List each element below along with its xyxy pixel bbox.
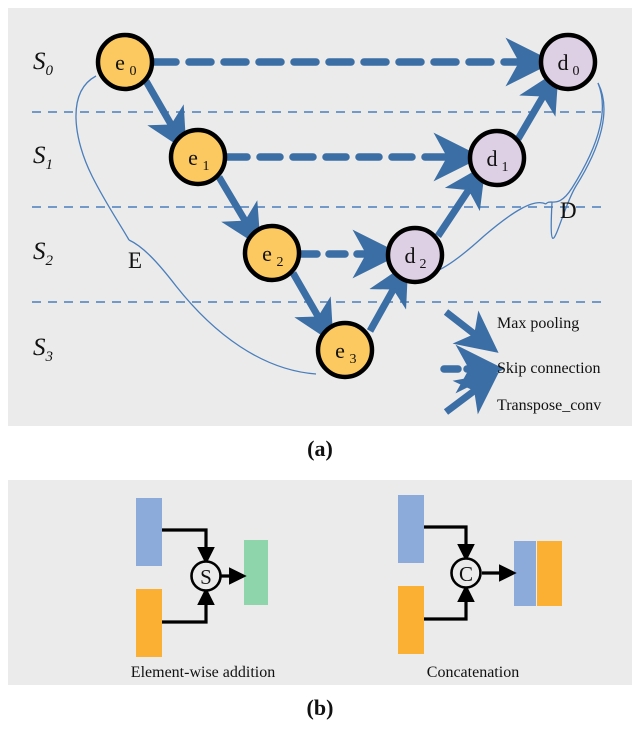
addition-op-glyph: S xyxy=(200,565,212,589)
decoder-nodes: d 2 d 1 d 0 xyxy=(385,32,598,285)
node-d0: d 0 xyxy=(538,32,598,92)
node-e3: e 3 xyxy=(315,320,375,380)
node-e1-label: e xyxy=(188,145,198,170)
legend-label-transpose-conv: Transpose_conv xyxy=(497,397,602,414)
node-d1: d 1 xyxy=(467,128,527,188)
node-d2-label: d xyxy=(405,243,416,268)
concat-output-blue-block xyxy=(514,541,536,606)
node-e0-sub: 0 xyxy=(130,64,137,79)
stage-label-s2-sub: 2 xyxy=(45,253,54,269)
node-d0-sub: 0 xyxy=(573,64,580,79)
stage-label-s3: S3 xyxy=(33,334,53,366)
addition-op-circle xyxy=(190,560,222,592)
node-e2-sub: 2 xyxy=(277,255,284,270)
panel-a-caption: (a) xyxy=(307,436,333,461)
decoder-brace xyxy=(433,82,605,273)
decoder-brace-lower xyxy=(433,202,547,273)
encoder-brace-lower xyxy=(128,239,317,375)
stage-label-s0-sub: 0 xyxy=(45,63,54,79)
legend-transpose-conv-icon xyxy=(443,372,499,415)
node-d2: d 2 xyxy=(385,225,445,285)
concat-bottom-input-path xyxy=(424,584,475,621)
node-d1-sub: 1 xyxy=(502,160,509,175)
decoder-brace-upper xyxy=(550,82,605,239)
encoder-brace-upper xyxy=(75,75,130,241)
concat-op-circle xyxy=(450,557,482,589)
concat-output-orange-block xyxy=(537,541,562,606)
legend-label-skip-connection: Skip connection xyxy=(497,360,601,377)
concat-top-input-path xyxy=(424,525,475,562)
transpose-conv-edges xyxy=(366,69,559,333)
stage-label-s0: S0 xyxy=(33,48,53,80)
concat-input-orange-block xyxy=(398,586,424,654)
node-e0: e 0 xyxy=(95,32,155,92)
edge-e1-e2 xyxy=(215,175,261,248)
encoder-nodes: e 0 e 1 e 2 e 3 xyxy=(95,32,375,380)
encoder-brace xyxy=(75,75,317,375)
stage-label-s2: S2 xyxy=(33,238,53,270)
encoder-brace-label: E xyxy=(128,248,143,273)
addition-input-blue-block xyxy=(136,498,162,566)
concat-op-glyph: C xyxy=(459,562,473,586)
panel-b-graphics: S C xyxy=(136,495,562,657)
stage-label-s0-text: S xyxy=(33,48,46,75)
op-elementwise-addition: S xyxy=(136,498,268,657)
stage-label-s2-text: S xyxy=(33,238,46,265)
addition-top-input-path xyxy=(162,528,215,565)
node-e2: e 2 xyxy=(242,223,302,283)
stage-label-s3-sub: 3 xyxy=(45,349,54,365)
addition-input-orange-block xyxy=(136,589,162,657)
op-concatenation: C xyxy=(398,495,562,654)
skip-connection-edges xyxy=(150,37,555,279)
edge-e2-e3 xyxy=(289,271,334,344)
stage-label-s1-text: S xyxy=(33,142,46,169)
panel-b-caption: (b) xyxy=(306,695,334,720)
addition-bottom-input-path xyxy=(162,587,215,624)
edge-e3-d2 xyxy=(366,262,409,333)
edge-d1-d0 xyxy=(514,69,559,141)
max-pooling-edges xyxy=(142,79,334,344)
node-e3-sub: 3 xyxy=(350,352,357,367)
addition-output-green-block xyxy=(244,540,268,605)
legend-label-max-pooling: Max pooling xyxy=(497,315,580,332)
node-e3-label: e xyxy=(335,338,345,363)
stage-label-s1-sub: 1 xyxy=(45,157,54,173)
stage-separators xyxy=(32,111,608,303)
stage-label-s1: S1 xyxy=(33,142,53,174)
node-d0-label: d xyxy=(558,50,569,75)
legend-icons xyxy=(440,309,505,415)
node-d1-label: d xyxy=(487,146,498,171)
op-caption-element-wise-addition: Element-wise addition xyxy=(130,664,276,681)
decoder-brace-label: D xyxy=(560,198,577,223)
stage-label-s3-text: S xyxy=(33,334,46,361)
legend-max-pooling-icon xyxy=(443,309,499,353)
concat-input-blue-block xyxy=(398,495,424,563)
node-e2-label: e xyxy=(262,241,272,266)
node-e1-sub: 1 xyxy=(203,159,210,174)
decoder-brace-upper2 xyxy=(545,82,603,205)
edge-e0-e1 xyxy=(142,79,187,152)
op-caption-concatenation: Concatenation xyxy=(426,664,520,681)
edge-d2-d1 xyxy=(435,164,486,238)
node-e0-label: e xyxy=(115,50,125,75)
node-e1: e 1 xyxy=(168,127,228,187)
node-d2-sub: 2 xyxy=(420,257,427,272)
